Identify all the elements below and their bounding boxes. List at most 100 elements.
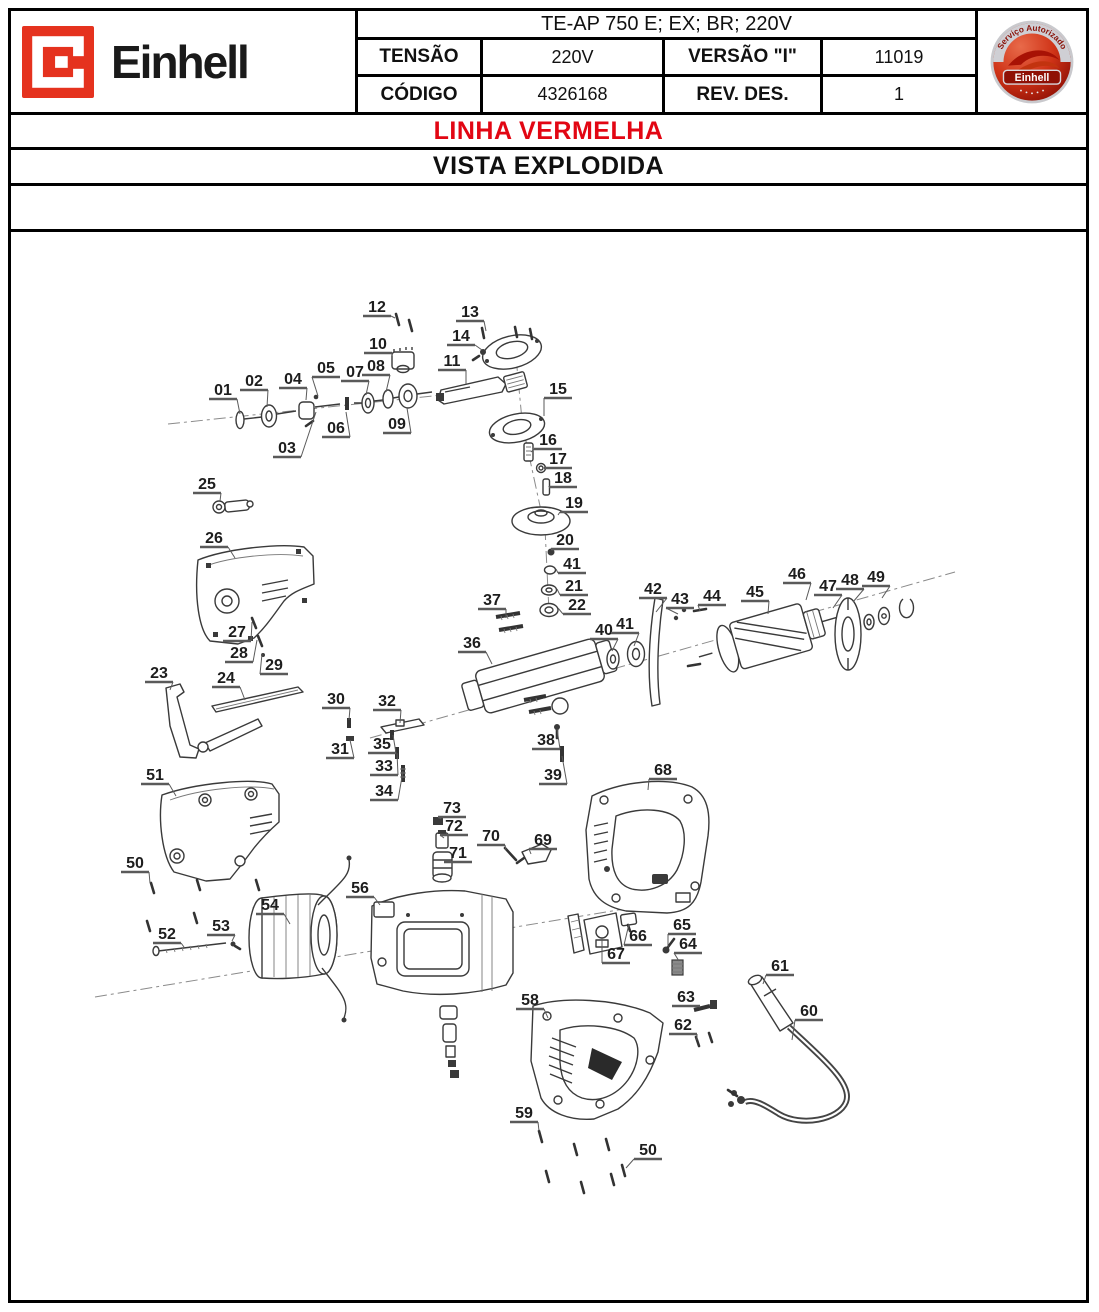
part-number-label: 50 <box>639 1142 657 1159</box>
view-name-banner: VISTA EXPLODIDA <box>432 152 665 180</box>
part-number-label: 39 <box>544 767 562 784</box>
part-number-label: 08 <box>367 358 385 375</box>
part-number-label: 64 <box>679 936 697 953</box>
part-number-label: 24 <box>217 670 235 687</box>
part-number-label: 45 <box>746 584 764 601</box>
field-codigo-label: CÓDIGO <box>358 77 483 112</box>
field-versao-label: VERSÃO "I" <box>665 40 823 77</box>
gearbox-assembly <box>346 611 646 782</box>
part-number-label: 02 <box>245 373 263 390</box>
part-number-label: 10 <box>369 336 387 353</box>
part-number-label: 25 <box>198 476 216 493</box>
part-number-label: 21 <box>565 578 583 595</box>
blade-clamp-assembly <box>436 325 571 618</box>
part-number-label: 42 <box>644 581 662 598</box>
part-number-label: 18 <box>554 470 572 487</box>
part-number-label: 36 <box>463 635 481 652</box>
part-number-label: 22 <box>568 597 586 614</box>
part-number-label: 05 <box>317 360 335 377</box>
rear-housing-assembly <box>530 999 664 1195</box>
part-number-label: 58 <box>521 992 539 1009</box>
brand-wordmark: Einhell <box>111 35 250 88</box>
part-number-label: 15 <box>549 381 567 398</box>
part-number-label: 35 <box>373 736 391 753</box>
part-number-label: 72 <box>445 818 463 835</box>
part-number-label: 40 <box>595 622 613 639</box>
part-number-label: 60 <box>800 1003 818 1020</box>
part-number-label: 66 <box>629 928 647 945</box>
housing-covers <box>165 499 315 759</box>
part-number-label: 33 <box>375 758 393 775</box>
divider-line <box>11 112 1086 115</box>
part-number-label: 48 <box>841 572 859 589</box>
part-number-label: 34 <box>375 783 393 800</box>
part-number-label: 69 <box>534 832 552 849</box>
divider-line <box>11 147 1086 150</box>
part-number-label: 46 <box>788 566 806 583</box>
exploded-view-diagram: 0102030405060708091011121314151617181920… <box>94 299 956 1195</box>
part-number-label: 27 <box>228 624 246 641</box>
part-number-label: 16 <box>539 432 557 449</box>
field-tensao-value: 220V <box>483 40 665 77</box>
part-number-label: 01 <box>214 382 232 399</box>
part-number-label: 20 <box>556 532 574 549</box>
part-number-label: 43 <box>671 591 689 608</box>
part-number-label: 56 <box>351 880 369 897</box>
part-number-label: 68 <box>654 762 672 779</box>
field-tensao-label: TENSÃO <box>358 40 483 77</box>
part-number-label: 62 <box>674 1017 692 1034</box>
part-number-label: 23 <box>150 665 168 682</box>
part-number-label: 19 <box>565 495 583 512</box>
handle-assembly <box>432 780 717 1048</box>
field-versao-value: 11019 <box>823 40 978 77</box>
cord-assembly <box>726 974 851 1124</box>
part-number-label: 54 <box>261 897 279 914</box>
part-number-label: 11 <box>444 353 461 370</box>
divider-line <box>11 183 1086 186</box>
field-revdes-label: REV. DES. <box>665 77 823 112</box>
header-title-block: Einhell TE-AP 750 E; EX; BR; 220V TENSÃO… <box>11 11 1086 112</box>
brand-cell: Einhell <box>11 11 358 112</box>
field-codigo-value: 4326168 <box>483 77 665 112</box>
part-number-label: 06 <box>327 420 345 437</box>
part-number-label: 29 <box>265 657 283 674</box>
part-number-label: 65 <box>673 917 691 934</box>
part-number-label: 70 <box>482 828 500 845</box>
part-number-label: 30 <box>327 691 345 708</box>
part-number-label: 47 <box>819 578 837 595</box>
einhell-logo-icon <box>22 25 94 98</box>
part-number-label: 09 <box>388 416 406 433</box>
badge-brand-text: Einhell <box>1015 71 1050 83</box>
part-number-label: 03 <box>278 440 296 457</box>
part-number-label: 41 <box>616 616 634 633</box>
part-number-label: 53 <box>212 918 230 935</box>
part-number-label: 07 <box>346 364 364 381</box>
part-number-label: 26 <box>205 530 223 547</box>
part-number-label: 41 <box>563 556 581 573</box>
part-number-label: 50 <box>126 855 144 872</box>
part-number-label: 32 <box>378 693 396 710</box>
part-number-label: 61 <box>771 958 789 975</box>
part-number-label: 44 <box>703 588 721 605</box>
model-title: TE-AP 750 E; EX; BR; 220V <box>358 11 978 40</box>
authorized-service-badge: Serviço Autorizado Einhell <box>978 11 1086 112</box>
part-number-label: 37 <box>483 592 501 609</box>
part-number-label: 13 <box>461 304 479 321</box>
field-revdes-value: 1 <box>823 77 978 112</box>
part-number-label: 04 <box>284 371 302 388</box>
part-number-label: 71 <box>449 845 467 862</box>
service-badge-icon: Serviço Autorizado Einhell <box>990 20 1074 103</box>
part-number-label: 73 <box>443 800 461 817</box>
part-number-label: 59 <box>515 1105 533 1122</box>
part-number-label: 31 <box>331 741 349 758</box>
shaft-assembly <box>235 312 433 430</box>
part-number-label: 12 <box>368 299 386 316</box>
line-name-banner: LINHA VERMELHA <box>433 116 664 145</box>
divider-line <box>11 229 1086 232</box>
part-number-label: 38 <box>537 732 555 749</box>
part-number-label: 63 <box>677 989 695 1006</box>
part-number-label: 67 <box>607 946 625 963</box>
part-number-label: 49 <box>867 569 885 586</box>
